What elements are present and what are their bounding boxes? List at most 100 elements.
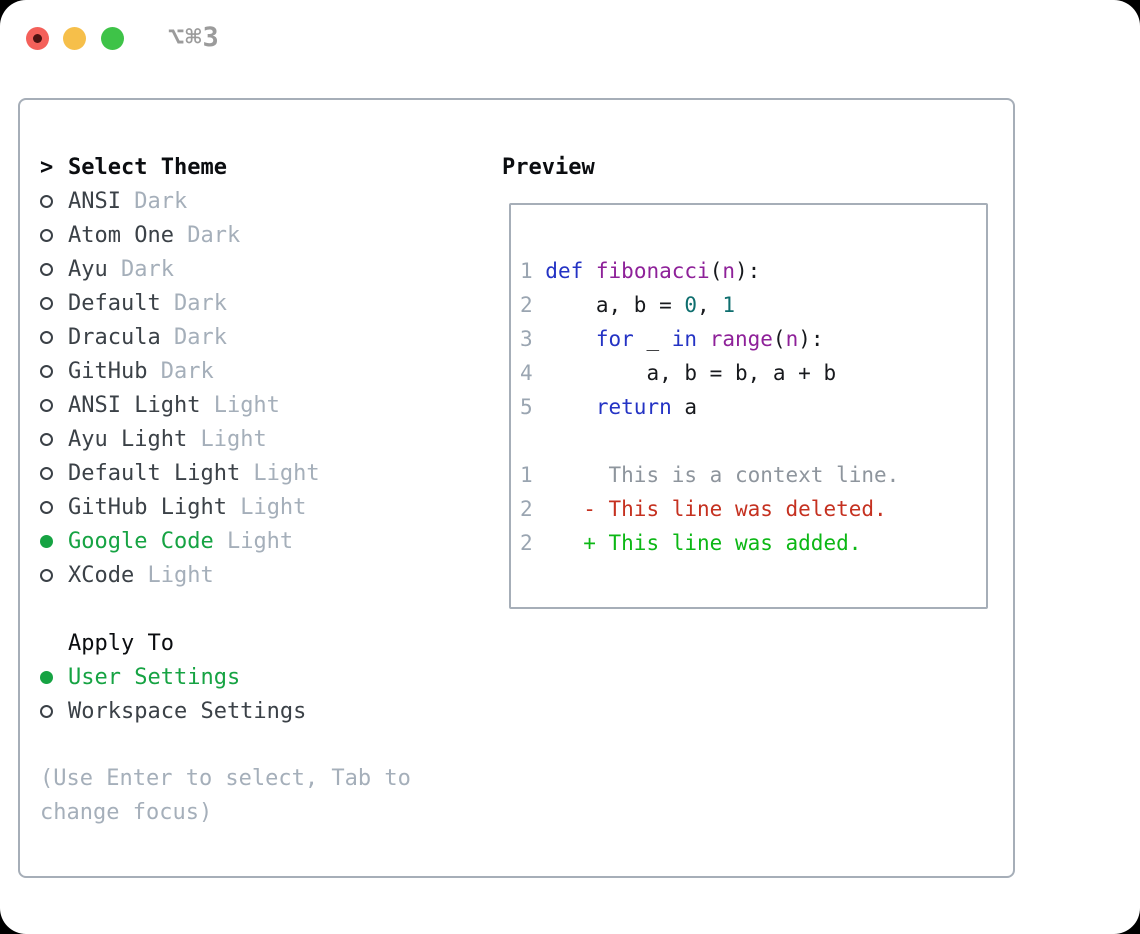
preview-header: Preview xyxy=(502,154,595,180)
line-number: 5 xyxy=(520,395,546,419)
radio-column xyxy=(40,500,68,514)
code-segment: in xyxy=(671,327,698,351)
apply-option-label: User Settings xyxy=(68,664,241,690)
theme-item-ayu[interactable]: Ayu Dark xyxy=(40,252,480,286)
theme-item-github[interactable]: GitHub Dark xyxy=(40,354,480,388)
code-segment xyxy=(583,259,596,283)
apply-option-user-settings[interactable]: User Settings xyxy=(40,660,480,694)
theme-item-ansi-light[interactable]: ANSI Light Light xyxy=(40,388,480,422)
theme-item-xcode[interactable]: XCode Light xyxy=(40,558,480,592)
code-segment xyxy=(697,327,710,351)
theme-name: Default xyxy=(68,290,161,316)
line-number: 4 xyxy=(520,361,546,385)
theme-name: Google Code xyxy=(68,528,214,554)
apply-to-header: Apply To xyxy=(68,626,480,660)
theme-item-ansi[interactable]: ANSI Dark xyxy=(40,184,480,218)
radio-column xyxy=(40,398,68,412)
maximize-button[interactable] xyxy=(101,27,124,50)
radio-icon xyxy=(40,364,53,378)
theme-item-atom-one[interactable]: Atom One Dark xyxy=(40,218,480,252)
theme-variant: Dark xyxy=(147,358,214,384)
minimize-button[interactable] xyxy=(63,27,86,50)
code-segment: _ xyxy=(633,327,672,351)
code-segment: This is a context line. xyxy=(545,463,900,487)
radio-column xyxy=(40,330,68,344)
code-segment: a xyxy=(671,395,698,419)
radio-icon xyxy=(40,704,53,718)
radio-icon xyxy=(40,296,53,310)
radio-column xyxy=(40,670,68,684)
code-line: 5 return a xyxy=(520,390,986,424)
code-segment: , xyxy=(697,293,723,317)
line-number: 2 xyxy=(520,293,546,317)
theme-item-google-code[interactable]: Google Code Light xyxy=(40,524,480,558)
code-segment: + This line was added. xyxy=(545,531,862,555)
code-segment: def xyxy=(545,259,584,283)
code-segment: 0 xyxy=(684,293,698,317)
radio-icon xyxy=(40,432,53,446)
radio-column xyxy=(40,296,68,310)
theme-name: Ayu xyxy=(68,256,108,282)
code-segment: 1 xyxy=(722,293,735,317)
theme-variant: Light xyxy=(187,426,267,452)
theme-variant: Light xyxy=(213,528,294,554)
code-segment: n xyxy=(785,327,799,351)
select-theme-label: Select Theme xyxy=(68,154,227,180)
theme-name: GitHub xyxy=(68,358,148,384)
theme-name: XCode xyxy=(68,562,135,588)
code-segment: range xyxy=(709,327,773,351)
radio-icon xyxy=(40,534,53,548)
line-number: 3 xyxy=(520,327,546,351)
radio-icon xyxy=(40,568,53,582)
radio-icon xyxy=(40,194,53,208)
help-text: (Use Enter to select, Tab to change focu… xyxy=(40,766,411,825)
code-segment xyxy=(545,395,596,419)
code-segment: a, b = b, a + b xyxy=(545,361,837,385)
code-segment xyxy=(545,327,596,351)
radio-column xyxy=(40,466,68,480)
code-segment: fibonacci xyxy=(595,259,710,283)
code-segment: ): xyxy=(735,259,761,283)
radio-column xyxy=(40,364,68,378)
code-line: 2 + This line was added. xyxy=(520,526,986,560)
apply-option-label: Workspace Settings xyxy=(68,698,307,724)
spacer xyxy=(40,592,480,626)
apply-option-workspace-settings[interactable]: Workspace Settings xyxy=(40,694,480,728)
radio-column xyxy=(40,534,68,548)
radio-icon xyxy=(40,262,53,276)
close-button[interactable] xyxy=(26,27,49,50)
code-segment: return xyxy=(595,395,672,419)
radio-icon xyxy=(40,398,53,412)
select-theme-header: >Select Theme xyxy=(40,150,480,184)
code-segment: n xyxy=(722,259,735,283)
theme-item-default[interactable]: Default Dark xyxy=(40,286,480,320)
theme-variant: Light xyxy=(240,460,320,486)
theme-name: Atom One xyxy=(68,222,174,248)
theme-variant: Light xyxy=(200,392,280,418)
code-line: 1 This is a context line. xyxy=(520,458,986,492)
theme-name: ANSI Light xyxy=(68,392,201,418)
code-segment: a, b = xyxy=(545,293,685,317)
window-title: ⌥⌘3 xyxy=(168,22,220,53)
theme-name: Dracula xyxy=(68,324,161,350)
radio-column xyxy=(40,262,68,276)
radio-icon xyxy=(40,330,53,344)
line-number: 1 xyxy=(520,463,546,487)
radio-column xyxy=(40,568,68,582)
radio-column xyxy=(40,228,68,242)
spacer xyxy=(40,728,480,762)
theme-item-dracula[interactable]: Dracula Dark xyxy=(40,320,480,354)
line-number: 1 xyxy=(520,259,546,283)
theme-item-github-light[interactable]: GitHub Light Light xyxy=(40,490,480,524)
radio-icon xyxy=(40,228,53,242)
theme-item-default-light[interactable]: Default Light Light xyxy=(40,456,480,490)
theme-name: Ayu Light xyxy=(68,426,188,452)
theme-variant: Dark xyxy=(120,188,188,214)
theme-item-ayu-light[interactable]: Ayu Light Light xyxy=(40,422,480,456)
code-line: 2 a, b = 0, 1 xyxy=(520,288,986,322)
